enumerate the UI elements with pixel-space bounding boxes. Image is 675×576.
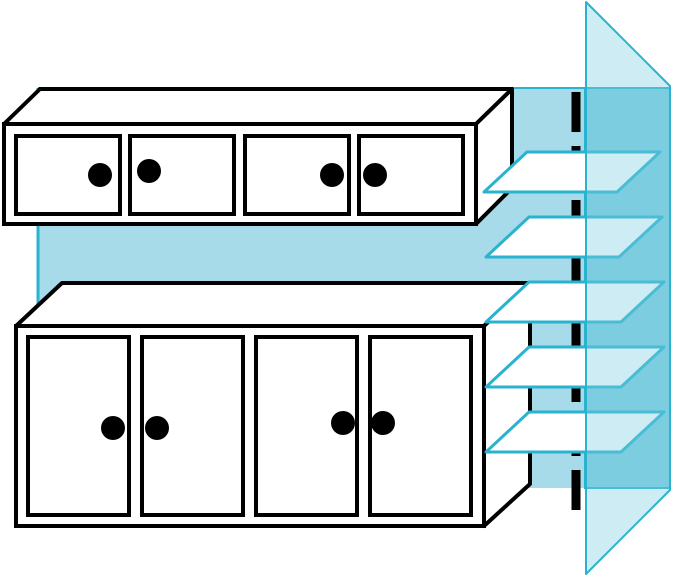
lower-cabinet-top bbox=[14, 281, 532, 328]
door-knob bbox=[363, 163, 387, 187]
glass-shelf bbox=[484, 345, 666, 389]
upper-cabinet-top bbox=[2, 87, 514, 126]
glass-shelf bbox=[484, 280, 666, 324]
upper-cabinet bbox=[2, 87, 514, 226]
glass-shelf bbox=[484, 215, 664, 259]
glass-partition bbox=[585, 1, 671, 575]
door-knob bbox=[331, 411, 355, 435]
glass-shelves bbox=[482, 150, 666, 454]
door-knob bbox=[320, 163, 344, 187]
glass-shelf bbox=[482, 150, 662, 194]
door-knob bbox=[371, 411, 395, 435]
door-knob bbox=[101, 416, 125, 440]
door-knob bbox=[145, 416, 169, 440]
lower-cabinet bbox=[14, 281, 532, 528]
glass-shelf bbox=[484, 410, 666, 454]
door-knob bbox=[88, 163, 112, 187]
door-knob bbox=[137, 159, 161, 183]
